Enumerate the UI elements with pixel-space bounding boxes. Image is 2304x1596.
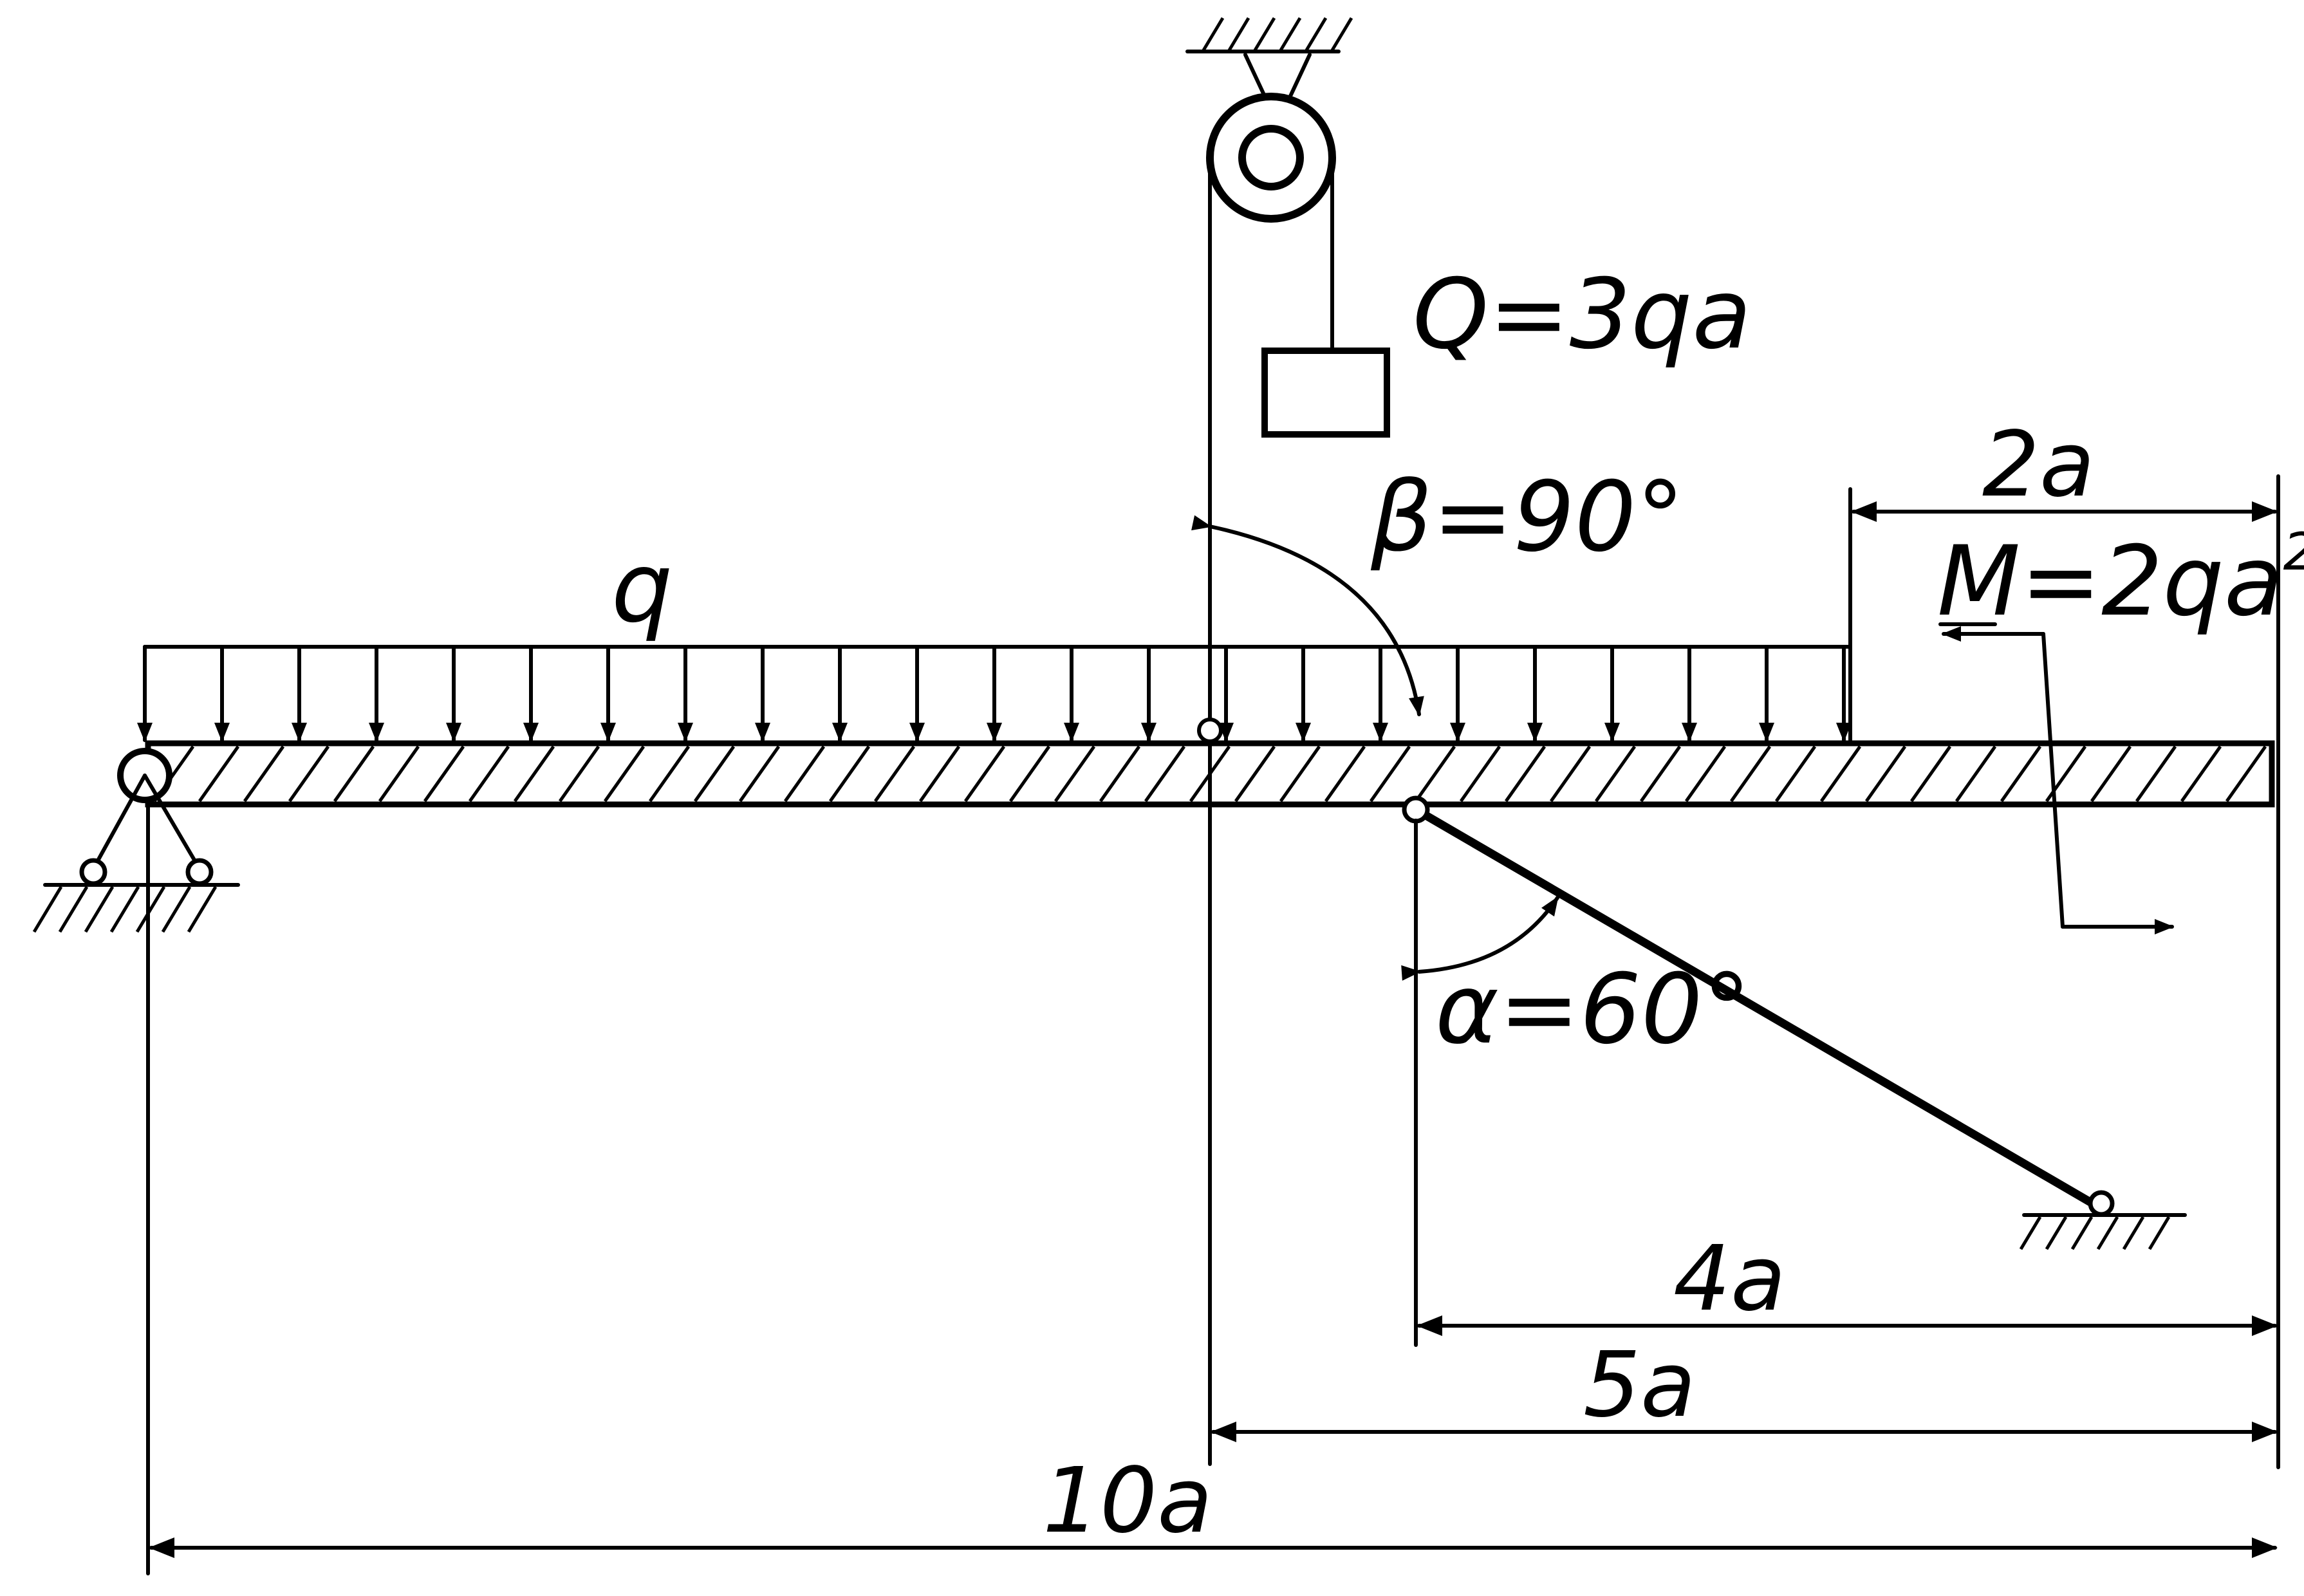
moment-symbol [1942, 626, 2174, 934]
weight-block [1261, 348, 1390, 438]
alpha-label: α=60° [1435, 954, 1751, 1066]
alpha-arc [1401, 896, 1559, 981]
dimension-10a [146, 803, 2278, 1575]
beta-arc [1191, 515, 1424, 716]
dimension-4a-label: 4a [1673, 1227, 1786, 1332]
dimension-2a [1848, 474, 2280, 806]
weight-label: Q=3qa [1413, 259, 1751, 371]
dimension-5a-label: 5a [1583, 1333, 1696, 1438]
dimension-2a-label: 2a [1982, 413, 2095, 517]
load-label-q: q [611, 532, 673, 644]
distributed-load [137, 645, 1852, 742]
strut-ground-support [2019, 1190, 2187, 1250]
beam [145, 738, 2275, 808]
beta-label: β=90° [1370, 461, 1684, 573]
left-pin-support [32, 748, 240, 933]
pulley-system [1185, 17, 1353, 1466]
dimension-10a-label: 10a [1043, 1449, 1212, 1554]
dimension-4a [1417, 803, 2280, 1469]
